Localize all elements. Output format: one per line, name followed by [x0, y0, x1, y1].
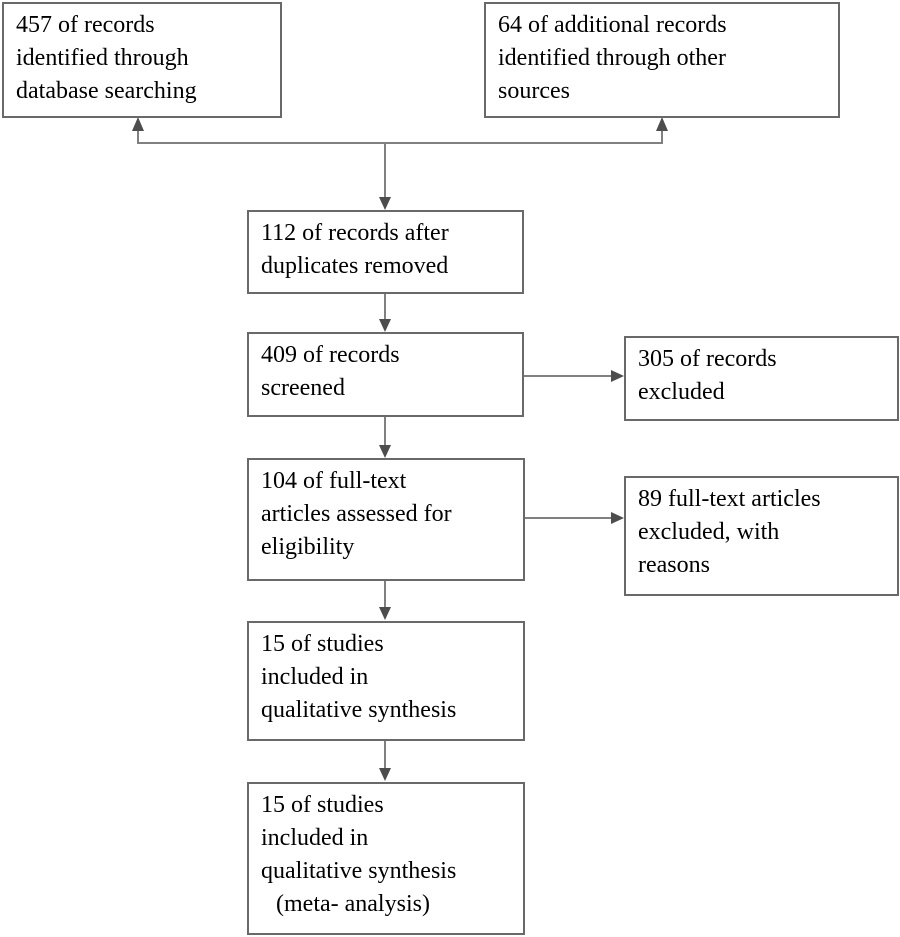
box-text-line: eligibility	[261, 534, 355, 560]
box-text-line: 409 of records	[261, 342, 400, 368]
arrow-right-to-excluded	[611, 370, 624, 382]
box-studies-meta-analysis: 15 of studies included in qualitative sy…	[247, 782, 525, 935]
box-text-line: (meta- analysis)	[276, 891, 430, 917]
arrow-down-to-screened	[379, 319, 391, 332]
box-records-identified-database: 457 of records identified through databa…	[2, 2, 282, 118]
box-records-after-duplicates-removed: 112 of records after duplicates removed	[247, 210, 524, 294]
box-text-line: 64 of additional records	[498, 12, 727, 38]
box-text-line: identified through other	[498, 45, 726, 71]
arrow-down-to-duplicates	[379, 197, 391, 210]
box-text-line: 104 of full-text	[261, 468, 407, 494]
box-records-excluded: 305 of records excluded	[624, 336, 899, 421]
box-text-line: database searching	[16, 78, 197, 104]
arrow-right-to-ft-excluded	[611, 512, 624, 524]
box-additional-records-other-sources: 64 of additional records identified thro…	[484, 2, 840, 118]
arrow-down-to-fulltext	[379, 445, 391, 458]
box-fulltext-assessed-eligibility: 104 of full-text articles assessed for e…	[247, 458, 525, 581]
box-text-line: qualitative synthesis	[261, 697, 457, 723]
box-studies-qualitative-synthesis: 15 of studies included in qualitative sy…	[247, 621, 525, 741]
arrow-up-to-other-sources-box	[656, 117, 668, 131]
box-text-line: identified through	[16, 45, 189, 71]
arrow-up-to-database-box	[132, 117, 144, 131]
merge-connector-line	[137, 130, 663, 144]
box-records-screened: 409 of records screened	[247, 332, 524, 417]
arrow-down-to-meta	[379, 768, 391, 781]
box-text-line: 112 of records after	[261, 220, 449, 246]
box-text-line: 15 of studies	[261, 631, 384, 657]
box-text-line: 15 of studies	[261, 792, 384, 818]
box-text-line: reasons	[638, 552, 710, 578]
box-text-line: included in	[261, 664, 369, 690]
box-fulltext-excluded-with-reasons: 89 full-text articles excluded, with rea…	[624, 476, 899, 596]
box-text-line: qualitative synthesis	[261, 858, 457, 884]
box-text-line: 305 of records	[638, 346, 777, 372]
box-text-line: articles assessed for	[261, 501, 452, 527]
box-text-line: excluded, with	[638, 519, 780, 545]
box-text-line: included in	[261, 825, 369, 851]
arrow-down-to-qualitative	[379, 607, 391, 620]
box-text-line: duplicates removed	[261, 253, 449, 279]
box-text-line: 89 full-text articles	[638, 486, 821, 512]
box-text-line: 457 of records	[16, 12, 155, 38]
box-text-line: sources	[498, 78, 570, 104]
box-text-line: excluded	[638, 379, 725, 405]
box-text-line: screened	[261, 375, 345, 401]
